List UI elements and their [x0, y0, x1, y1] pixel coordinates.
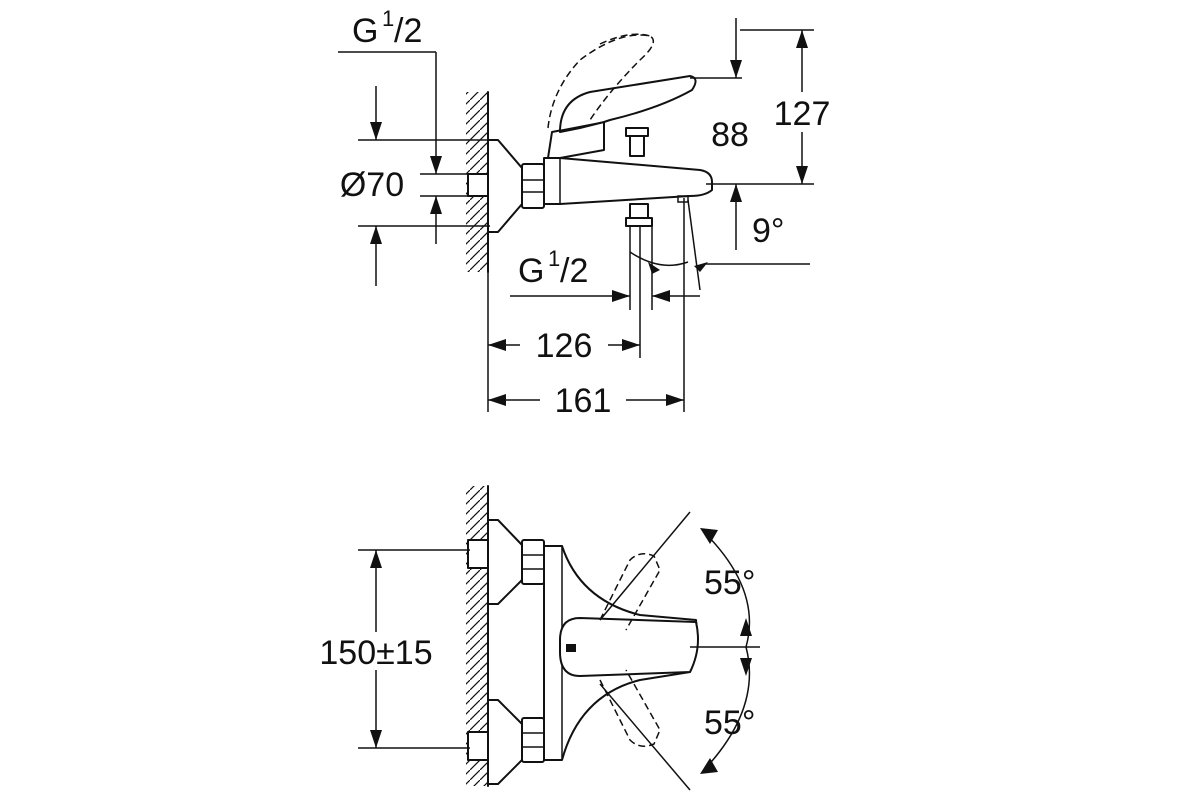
nipple-upper: [467, 539, 489, 569]
handle-marker: [566, 644, 576, 652]
dim-126-label: 126: [536, 327, 593, 365]
dim-diameter-label: Ø70: [340, 166, 404, 204]
thread-top-main: G: [352, 12, 378, 50]
dimension-diameter-70: Ø70: [340, 86, 490, 286]
eccentric-nut-top: [521, 163, 545, 209]
dimension-127: 127: [706, 29, 832, 185]
diverter-knob: [625, 127, 649, 157]
dimension-thread-top: G 1 /2: [338, 6, 470, 244]
dim-55-upper-label: 55°: [704, 564, 755, 602]
dimension-88: 88: [690, 18, 749, 250]
side-elevation-view: 127 88 9° Ø70: [338, 6, 832, 420]
mixer-body-top: [543, 157, 713, 205]
dim-161-label: 161: [555, 382, 612, 420]
nut-upper: [521, 539, 545, 585]
thread-bottom-main: G: [518, 252, 544, 290]
lever-handle-bottom: [559, 617, 699, 677]
plan-view: 55° 55° 150±15: [308, 485, 760, 791]
thread-top-den: /2: [394, 12, 422, 50]
dimension-161: 161: [488, 310, 685, 420]
dim-88-label: 88: [711, 116, 749, 154]
dimension-126: 126: [487, 226, 641, 412]
wall-nipple-top: [467, 173, 489, 197]
thread-top-num: 1: [382, 6, 394, 31]
lever-handle-top: [547, 75, 697, 159]
dimension-thread-bottom: G 1 /2: [510, 226, 700, 310]
dim-127-label: 127: [774, 95, 831, 133]
dim-9deg-label: 9°: [752, 212, 785, 250]
thread-bottom-den: /2: [560, 252, 588, 290]
nipple-lower: [467, 731, 489, 761]
dim-55-lower-label: 55°: [704, 704, 755, 742]
dim-150-label: 150±15: [319, 634, 432, 672]
hose-connector: [625, 203, 653, 227]
nut-lower: [521, 717, 545, 763]
thread-bottom-num: 1: [548, 246, 560, 271]
rosette-lower: [487, 699, 523, 785]
dimension-150-15: 150±15: [308, 549, 470, 749]
rosette-top: [487, 139, 523, 233]
rosette-upper: [487, 519, 523, 605]
